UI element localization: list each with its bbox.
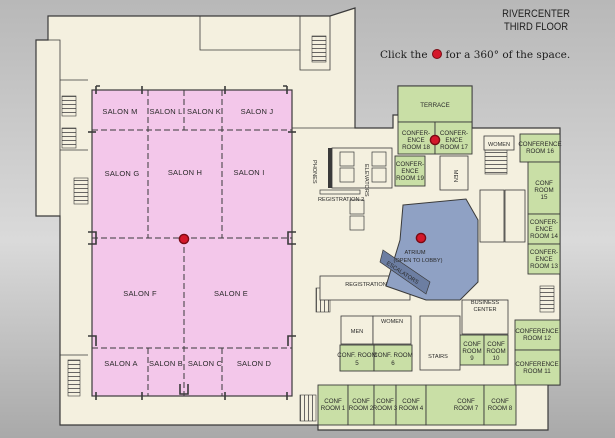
conf-11-label-2: ROOM 11 [523,368,551,375]
salon-d-label: SALON D [237,359,272,368]
conf-18-label-3: ROOM 18 [402,144,430,151]
salon-i-label: SALON I [234,168,265,177]
conf-7-label-1: CONF [457,398,475,405]
salon-m-label: SALON M [102,107,137,116]
phones-label: PHONES [311,160,317,184]
conf-2-label-2: ROOM 2 [349,405,374,412]
conf-7-label-2: ROOM 7 [454,405,479,412]
salon-e-label: SALON E [214,289,248,298]
conf-12-label-1: CONFERENCE [515,328,558,335]
women-restroom-label: WOMEN [488,142,510,148]
conf-3-label-2: ROOM 3 [373,405,398,412]
conf-9-label-3: 9 [470,355,474,362]
title-line-2: THIRD FLOOR [503,21,569,33]
conf-10-label-3: 10 [493,355,500,362]
conf-15-label-3: 15 [541,194,548,201]
conf-16-label-2: ROOM 16 [526,148,554,155]
salon-a-label: SALON A [104,359,138,368]
registration-label: REGISTRATION [345,282,387,288]
salon-l-label: SALON L [149,107,182,116]
business-center-label-1: BUSINESS [471,300,500,306]
salon-b-label: SALON B [149,359,183,368]
atrium-sub-label: (OPEN TO LOBBY) [394,258,443,264]
conf-4-label-1: CONF [402,398,420,405]
conference-rooms [317,85,561,426]
salon-h-label: SALON H [168,168,202,177]
hotspots [178,134,441,245]
conf-15-label-2: ROOM [534,187,553,194]
conf-1-label-2: ROOM 1 [321,405,346,412]
conf-6-label-1: CONF. ROOM [373,352,413,359]
conf-14-label-3: ROOM 14 [530,233,558,240]
conf-8-label-1: CONF [491,398,509,405]
conf-9-label-2: ROOM [462,348,481,355]
conf-17-label-2: ENCE [445,137,462,144]
men-restroom-2-label: MEN [351,329,363,335]
conf-14-label-2: ENCE [535,226,552,233]
men-restroom-label: MEN [452,170,458,182]
conf-13-label-2: ENCE [535,256,552,263]
hotspot-legend-icon [431,49,442,59]
conf-15-label-1: CONF [535,180,553,187]
conf-5-label-1: CONF. ROOM [337,352,377,359]
title-line-1: RIVERCENTER [502,8,570,20]
atrium: ATRIUM (OPEN TO LOBBY) ESCALATORS [379,198,479,301]
conf-16-label-1: CONFERENCE [518,141,561,148]
elevator-core: PHONES ELEVATORS REGISTRATION 2 [311,147,393,231]
conf-17-label-3: ROOM 17 [440,144,468,151]
conf-10-label-1: CONF [487,341,505,348]
conf-9-label-1: CONF [463,341,481,348]
conf-19-label-2: ENCE [401,168,418,175]
stair-blocks [61,35,555,422]
salon-f-label: SALON F [123,289,157,298]
salon-j-label: SALON J [241,107,274,116]
map-title: RIVERCENTER THIRD FLOOR [495,8,578,34]
women-restroom-2-label: WOMEN [381,319,403,325]
conf-19-label-1: CONFER- [396,161,424,168]
hotspot-atrium-360[interactable] [415,232,427,244]
legend: Click the for a 360° of the space. [380,49,570,61]
conf-19-label-3: ROOM 19 [396,175,424,182]
conf-5-label-2: 5 [355,360,359,367]
conf-2-label-1: CONF [352,398,370,405]
conf-1-label-1: CONF [324,398,342,405]
conf-18-label-1: CONFER- [402,130,430,137]
conf-3-label-1: CONF [376,398,394,405]
stairs-label: STAIRS [428,354,448,360]
conf-18-label-2: ENCE [407,137,424,144]
conf-12-label-2: ROOM 12 [523,335,551,342]
conf-17-label-1: CONFER- [440,130,468,137]
conf-6-label-2: 6 [391,360,395,367]
conf-8-label-2: ROOM 8 [488,405,513,412]
salon-c-label: SALON C [188,359,223,368]
conf-10-label-2: ROOM [486,348,505,355]
atrium-label: ATRIUM [404,250,425,256]
terrace-label: TERRACE [420,102,450,109]
ballroom: SALON M SALON L SALON K SALON J SALON G … [88,85,296,400]
conf-4-label-2: ROOM 4 [399,405,424,412]
legend-text-after: for a 360° of the space. [445,49,571,61]
conf-14-label-1: CONFER- [530,219,558,226]
conf-13-label-1: CONFER- [530,249,558,256]
conf-13-label-3: ROOM 13 [530,263,558,270]
elevators-label: ELEVATORS [363,164,369,197]
hotspot-ballroom-360[interactable] [178,233,190,245]
conf-11-label-1: CONFERENCE [515,361,558,368]
business-center-label-2: CENTER [474,307,497,313]
salon-k-label: SALON K [187,107,221,116]
hotspot-conference-18-360[interactable] [429,134,441,146]
registration-2-label: REGISTRATION 2 [318,197,364,203]
legend-text-before: Click the [380,49,428,61]
salon-g-label: SALON G [105,169,140,178]
